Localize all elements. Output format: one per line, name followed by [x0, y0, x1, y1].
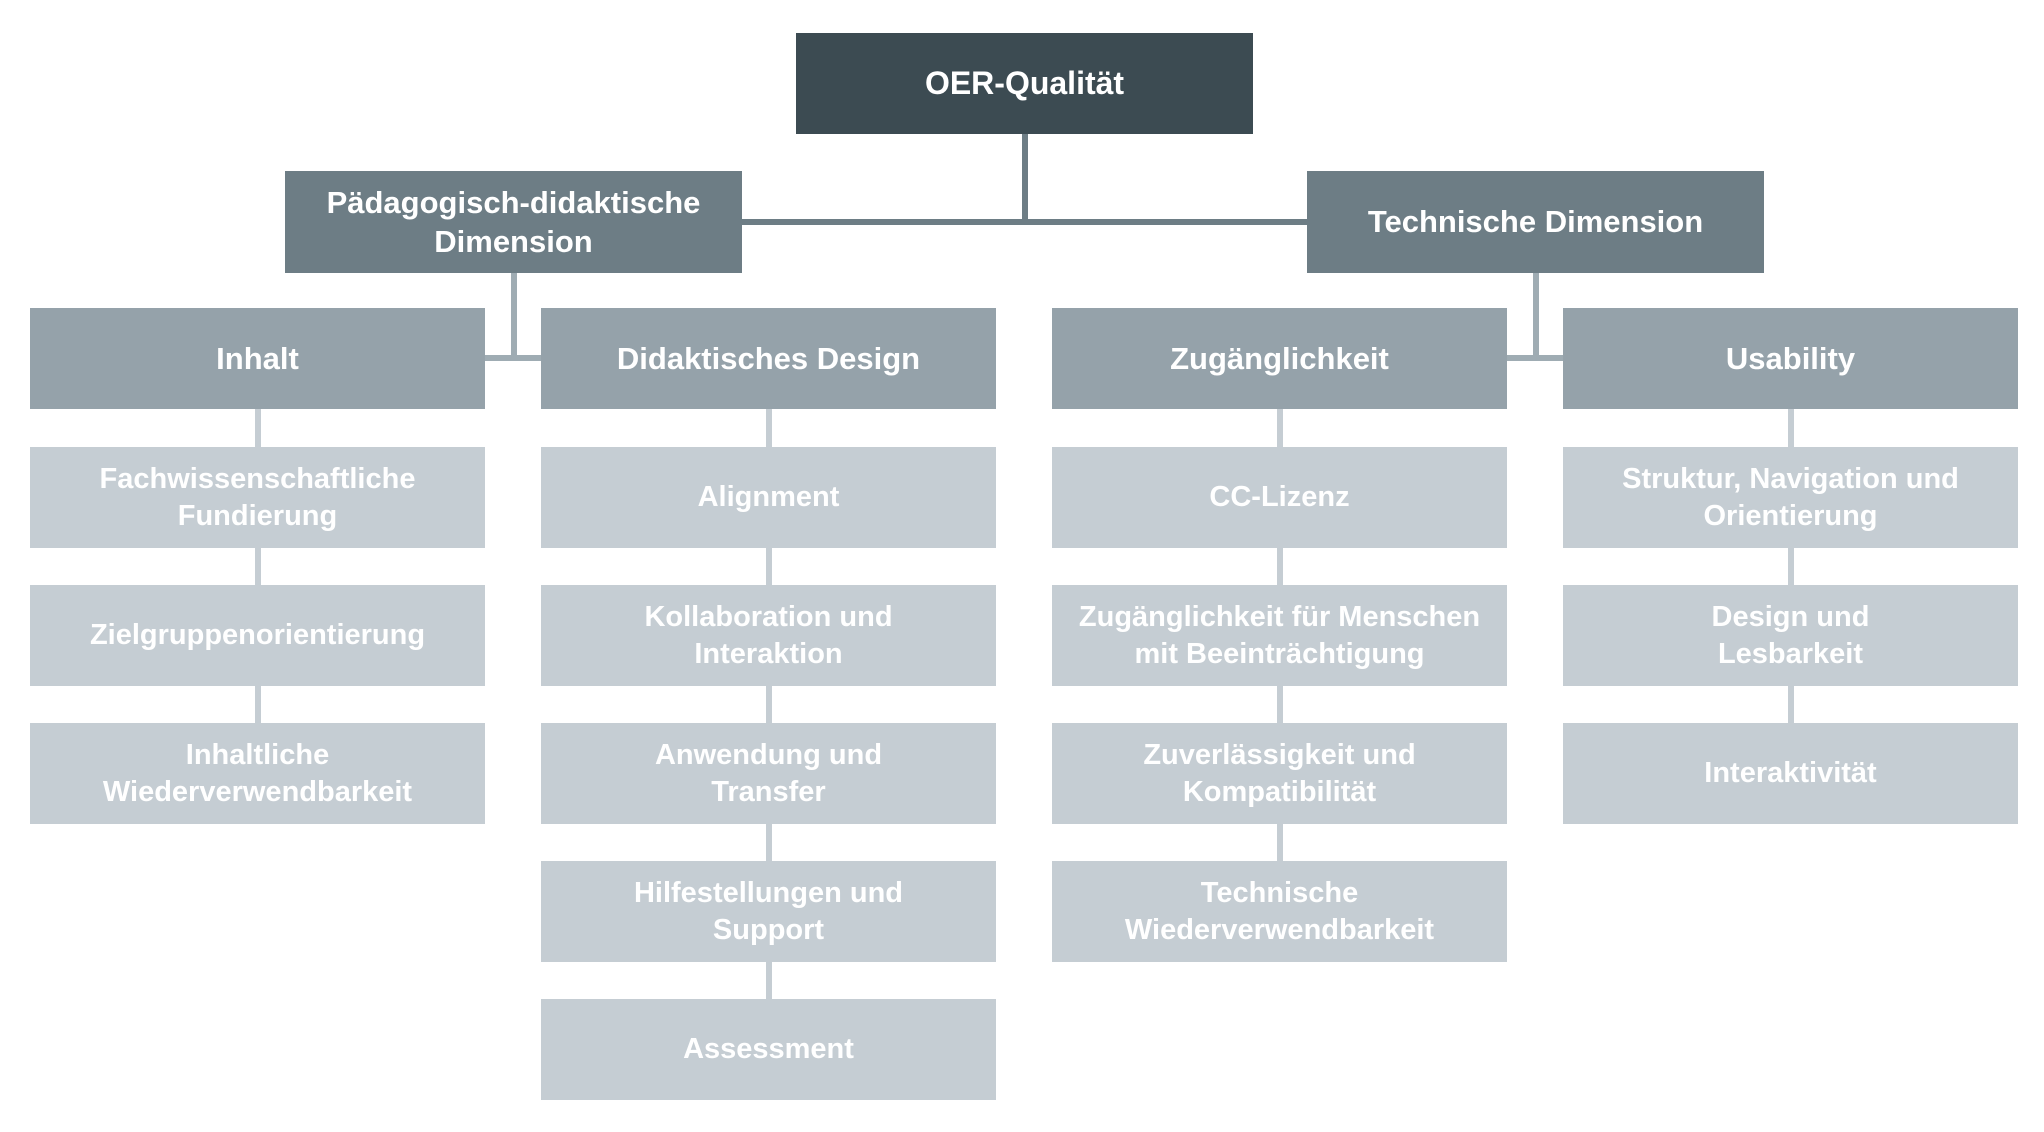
- node-inhalt: Inhalt: [30, 308, 485, 409]
- node-zuverlaessigkeit-und-kompatibilitaet: Zuverlässigkeit und Kompatibilität: [1052, 723, 1507, 824]
- node-zielgruppenorientierung: Zielgruppenorientierung: [30, 585, 485, 686]
- node-usability: Usability: [1563, 308, 2018, 409]
- node-kollaboration-und-interaktion: Kollaboration und Interaktion: [541, 585, 996, 686]
- connector-spine-usability: [1787, 409, 1794, 725]
- node-didaktisches-design: Didaktisches Design: [541, 308, 996, 409]
- node-struktur-navigation-und-orientierung: Struktur, Navigation und Orientierung: [1563, 447, 2018, 548]
- node-alignment: Alignment: [541, 447, 996, 548]
- node-technische-dimension: Technische Dimension: [1307, 171, 1764, 273]
- node-design-und-lesbarkeit: Design und Lesbarkeit: [1563, 585, 2018, 686]
- node-assessment: Assessment: [541, 999, 996, 1100]
- connector-technisch-stub: [1507, 355, 1563, 361]
- node-interaktivitaet: Interaktivität: [1563, 723, 2018, 824]
- connector-paedagogisch-stub: [485, 355, 541, 361]
- node-anwendung-und-transfer: Anwendung und Transfer: [541, 723, 996, 824]
- connector-dimensions-horizontal: [742, 219, 1307, 225]
- node-paedagogisch-didaktische-dimension: Pädagogisch-didaktische Dimension: [285, 171, 742, 273]
- node-technische-wiederverwendbarkeit: Technische Wiederverwendbarkeit: [1052, 861, 1507, 962]
- connector-spine-didaktisches-design: [765, 409, 772, 1001]
- connector-paedagogisch-vertical: [510, 273, 517, 361]
- node-zugaenglichkeit-fuer-menschen-mit-beeintraechtigung: Zugänglichkeit für Menschen mit Beeinträ…: [1052, 585, 1507, 686]
- connector-root-vertical: [1021, 134, 1028, 225]
- node-oer-qualitaet: OER-Qualität: [796, 33, 1253, 134]
- node-inhaltliche-wiederverwendbarkeit: Inhaltliche Wiederverwendbarkeit: [30, 723, 485, 824]
- connector-spine-inhalt: [254, 409, 261, 725]
- node-cc-lizenz: CC-Lizenz: [1052, 447, 1507, 548]
- node-fachwissenschaftliche-fundierung: Fachwissenschaftliche Fundierung: [30, 447, 485, 548]
- node-hilfestellungen-und-support: Hilfestellungen und Support: [541, 861, 996, 962]
- connector-technisch-vertical: [1532, 273, 1539, 361]
- node-zugaenglichkeit: Zugänglichkeit: [1052, 308, 1507, 409]
